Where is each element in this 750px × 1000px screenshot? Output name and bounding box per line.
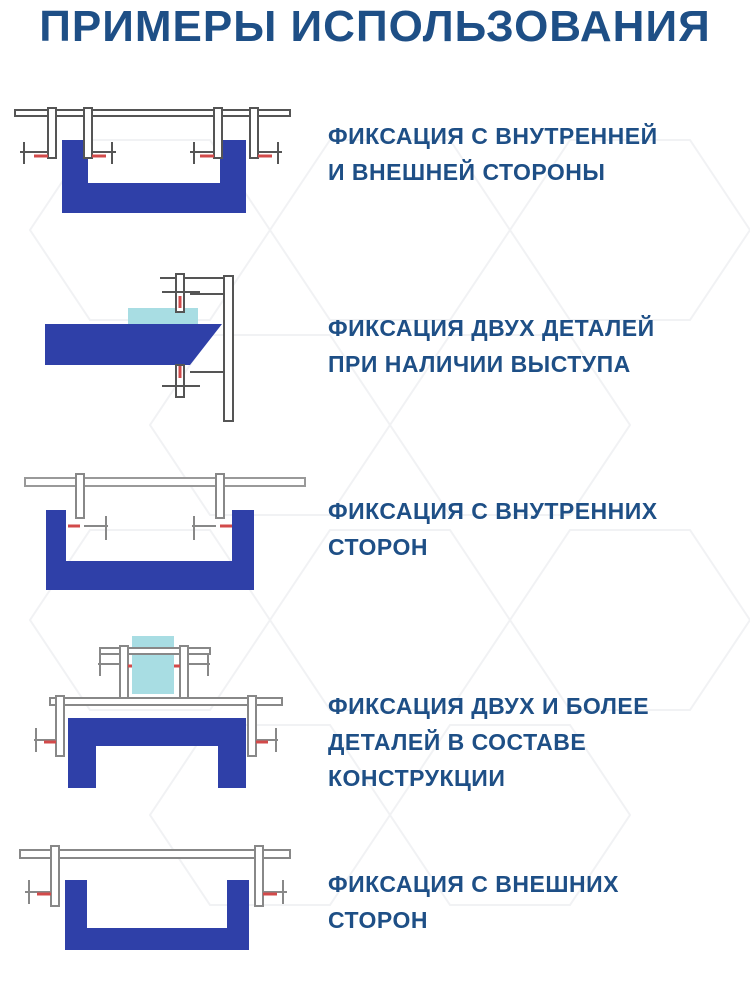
usage-caption: ФИКСАЦИЯ ДВУХ ДЕТАЛЕЙ ПРИ НАЛИЧИИ ВЫСТУП… [328, 310, 738, 382]
caption-line: СТОРОН [328, 534, 428, 560]
usage-caption: ФИКСАЦИЯ С ВНЕШНИХ СТОРОН [328, 866, 738, 938]
usage-row: ФИКСАЦИЯ С ВНЕШНИХ СТОРОН [0, 840, 750, 960]
usage-caption: ФИКСАЦИЯ С ВНУТРЕННИХ СТОРОН [328, 493, 738, 565]
usage-row: ФИКСАЦИЯ ДВУХ И БОЛЕЕ ДЕТАЛЕЙ В СОСТАВЕ … [0, 630, 750, 800]
usage-row: ФИКСАЦИЯ С ВНУТРЕННЕЙ И ВНЕШНЕЙ СТОРОНЫ [0, 100, 750, 230]
clamp-outer-sides-illustration [19, 845, 291, 950]
caption-line: ФИКСАЦИЯ ДВУХ ДЕТАЛЕЙ [328, 315, 655, 341]
caption-line: И ВНЕШНЕЙ СТОРОНЫ [328, 159, 606, 185]
caption-line: ФИКСАЦИЯ С ВНЕШНИХ [328, 871, 619, 897]
usage-row: ФИКСАЦИЯ С ВНУТРЕННИХ СТОРОН [0, 468, 750, 598]
usage-caption: ФИКСАЦИЯ ДВУХ И БОЛЕЕ ДЕТАЛЕЙ В СОСТАВЕ … [328, 688, 738, 796]
clamp-inner-sides-illustration [24, 473, 306, 590]
caption-line: ПРИ НАЛИЧИИ ВЫСТУПА [328, 351, 631, 377]
caption-line: КОНСТРУКЦИИ [328, 765, 506, 791]
clamp-assembly-illustration [34, 636, 283, 788]
caption-line: ФИКСАЦИЯ С ВНУТРЕННЕЙ [328, 123, 658, 149]
usage-row: ФИКСАЦИЯ ДВУХ ДЕТАЛЕЙ ПРИ НАЛИЧИИ ВЫСТУП… [0, 268, 750, 428]
caption-line: ФИКСАЦИЯ С ВНУТРЕННИХ [328, 498, 658, 524]
usage-caption: ФИКСАЦИЯ С ВНУТРЕННЕЙ И ВНЕШНЕЙ СТОРОНЫ [328, 118, 738, 190]
caption-line: ФИКСАЦИЯ ДВУХ И БОЛЕЕ [328, 693, 650, 719]
page-title: ПРИМЕРЫ ИСПОЛЬЗОВАНИЯ [39, 2, 711, 51]
caption-line: ДЕТАЛЕЙ В СОСТАВЕ [328, 729, 587, 755]
clamp-inner-outer-illustration [14, 107, 291, 213]
caption-line: СТОРОН [328, 907, 428, 933]
clamp-two-parts-ledge-illustration [45, 273, 234, 422]
